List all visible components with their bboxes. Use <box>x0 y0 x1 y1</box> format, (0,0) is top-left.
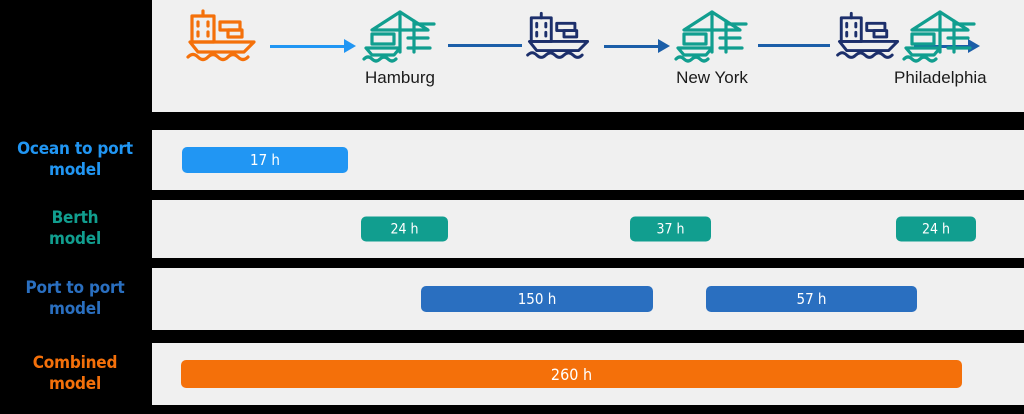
row-label-line2: model <box>48 299 101 319</box>
row-label-berth: Berth model <box>0 200 150 258</box>
journey-node-hamburg: Hamburg <box>360 8 440 88</box>
row-track-berth: 24 h 37 h 24 h <box>152 200 1024 258</box>
port-crane-icon <box>360 8 440 64</box>
bar-berth-philadelphia-24h[interactable]: 24 h <box>896 216 976 242</box>
bar-berth-hamburg-24h[interactable]: 24 h <box>361 216 448 242</box>
journey-node-philadelphia: Philadelphia <box>894 8 987 88</box>
bar-berth-newyork-37h[interactable]: 37 h <box>630 216 711 242</box>
journey-node-ship-coastal <box>834 8 914 68</box>
row-track-port-to-port: 150 h 57 h <box>152 268 1024 330</box>
arrow-ocean-to-hamburg <box>270 39 356 53</box>
journey-node-caption: Philadelphia <box>894 68 987 87</box>
connector-newyork-to-ship <box>758 44 830 47</box>
port-crane-icon <box>672 8 752 64</box>
bar-port-to-port-150h[interactable]: 150 h <box>421 286 653 312</box>
row-label-port-to-port: Port to port model <box>0 268 150 330</box>
row-label-line2: model <box>48 374 101 394</box>
arrow-ship-to-newyork <box>604 39 670 53</box>
row-label-combined: Combined model <box>0 343 150 405</box>
container-ship-icon <box>834 8 914 64</box>
journey-node-newyork: New York <box>672 8 752 88</box>
container-ship-icon <box>184 8 272 64</box>
row-label-line2: model <box>48 160 101 180</box>
bar-port-to-port-57h[interactable]: 57 h <box>706 286 917 312</box>
row-track-combined: 260 h <box>152 343 1024 405</box>
row-label-ocean-to-port: Ocean to port model <box>0 130 150 190</box>
row-label-line1: Berth <box>51 207 99 228</box>
container-ship-icon <box>524 8 604 64</box>
journey-node-caption: Hamburg <box>365 68 435 87</box>
row-label-line1: Combined <box>32 352 118 373</box>
row-track-ocean-to-port: 17 h <box>152 130 1024 190</box>
journey-node-ship-atlantic <box>524 8 604 68</box>
journey-node-origin <box>184 8 272 68</box>
row-label-column: Ocean to port model Berth model Port to … <box>0 0 150 414</box>
port-crane-icon <box>900 8 980 64</box>
bar-ocean-to-port-17h[interactable]: 17 h <box>182 147 348 173</box>
bar-combined-260h[interactable]: 260 h <box>181 360 962 388</box>
journey-node-caption: New York <box>676 68 748 87</box>
row-label-line1: Port to port <box>25 277 125 298</box>
journey-header: Hamburg <box>152 0 1024 112</box>
row-label-line2: model <box>48 229 101 249</box>
row-label-line1: Ocean to port <box>17 138 133 159</box>
connector-hamburg-to-ship <box>448 44 522 47</box>
